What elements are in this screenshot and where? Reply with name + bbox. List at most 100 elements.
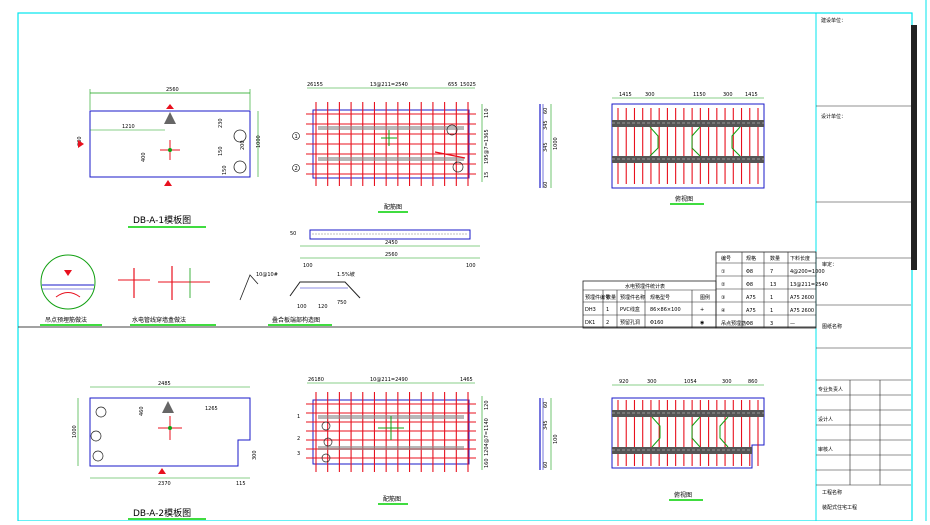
rebar2-vertical-bars xyxy=(315,392,469,472)
embed-table-header: 预埋件名称 xyxy=(620,294,645,301)
tb-project: 工程名称 xyxy=(822,489,842,496)
rebar-table-cell: A75 xyxy=(746,308,756,314)
strip-detail: 50 2450 2560 100 100 xyxy=(290,229,480,269)
embed-table-cell: DH3 xyxy=(585,307,596,313)
top1-dim-c: 1150 xyxy=(693,92,706,98)
tb-approve: 审定： xyxy=(822,261,837,268)
rebar-table-cell: ② xyxy=(721,282,726,288)
tb-author: 设计人 xyxy=(818,416,833,423)
top2-dim-b: 300 xyxy=(647,379,657,385)
rebar2-right-dim-a: 120 xyxy=(484,400,490,410)
title-block: 建设单位： 设计单位： 审定： 图纸名称 专业负责人 设计人 审核人 工程名称 … xyxy=(816,17,911,511)
embed-table-cell: PVC线盒 xyxy=(620,306,640,313)
strip-dim-outer: 2560 xyxy=(385,252,398,258)
strip-left-label: 50 xyxy=(290,231,296,237)
rebar2-dim-b: 10@211=2490 xyxy=(370,377,408,383)
rebar2-dim-c: 1465 xyxy=(460,377,473,383)
embed-table-header: 图例 xyxy=(700,294,710,301)
rebar-table-header: 编号 xyxy=(721,255,731,262)
panel1-dim-230: 230 xyxy=(218,118,224,128)
rebar-table-cell: 1 xyxy=(770,295,773,301)
top1-vertical-bars xyxy=(617,108,759,184)
embed-table-header: 预埋件编号 xyxy=(585,294,610,301)
hole-1 xyxy=(233,129,247,143)
embed-table-cell: Φ160 xyxy=(650,320,663,326)
panel2-template: 2485 1265 460 1000 2370 115 300 DB-A-2模板… xyxy=(72,381,258,520)
embed-table-cell: 86×86×100 xyxy=(650,307,681,313)
embed-table-cell: DK1 xyxy=(585,320,595,326)
rebar1-horizontal-bars xyxy=(306,113,476,175)
embed-table-cell: 1 xyxy=(606,307,609,313)
detail-box-embed: 水电管线穿墙盒做法 xyxy=(118,266,216,326)
top2-dim-c: 1054 xyxy=(684,379,697,385)
panel2-width-dim: 2485 xyxy=(158,381,171,387)
rebar-table-cell: 吊点预埋筋 xyxy=(721,320,746,327)
panel2-rebar-plan: 26180 10@211=2490 1465 120 1204@7=1140 1… xyxy=(297,377,490,505)
rebar-table-cell: 13 xyxy=(770,282,776,288)
panel1-top-view: 1415 300 1150 300 1415 俯视图 xyxy=(611,92,765,205)
hole-2 xyxy=(233,160,247,174)
embed-table-header: 数量 xyxy=(606,294,616,301)
panel2-bottom-dim-b: 115 xyxy=(236,481,246,487)
side1-dim-a: 60 xyxy=(543,108,549,114)
detail3-caption: 叠合板端部构造图 xyxy=(272,316,320,324)
rebar-table-cell: ③ xyxy=(721,295,725,301)
side2-dim-c: 100 xyxy=(553,434,559,444)
detail-lift-point: 吊点预埋筋做法 xyxy=(40,254,102,326)
top2-dim-a: 920 xyxy=(619,379,629,385)
strip-dim-left: 100 xyxy=(303,263,313,269)
panel1-rebar-plan: 26155 13@211=2540 655 15025 110 195@7=13… xyxy=(292,82,490,213)
tb-owner: 建设单位： xyxy=(821,17,846,24)
rebar-table-cell: 4@200=1000 xyxy=(790,269,825,275)
rebar-table-cell: 1 xyxy=(770,308,773,314)
panel2-top-view: 920 300 1054 300 860 俯视图 xyxy=(611,379,765,501)
detail3-label-e: 120 xyxy=(318,304,328,310)
tb-lead: 专业负责人 xyxy=(818,386,843,393)
panel1-dim-150b: 150 xyxy=(222,165,228,175)
embed-table-cell: ◉ xyxy=(700,320,704,326)
panel2-side-view: 60 345 100 60 xyxy=(539,398,559,470)
right-scrollbar-track xyxy=(911,25,917,260)
top2-dim-e: 860 xyxy=(748,379,758,385)
panel1-right-dim: 1000 xyxy=(256,135,262,148)
top1-dim-d: 300 xyxy=(723,92,733,98)
rebar-table-cell: Φ8 xyxy=(746,282,753,288)
detail3-label-c: 750 xyxy=(337,300,347,306)
rebar-table-cell: 13@211=2540 xyxy=(790,282,828,288)
top1-caption: 俯视图 xyxy=(675,195,693,203)
rebar2-right-dim-b: 1204@7=1140 xyxy=(484,418,490,456)
panel2-bottom-dim-a: 2370 xyxy=(158,481,171,487)
panel1-template: 2560 1210 1000 230 400 230 150 200 150 D… xyxy=(77,87,262,228)
right-scrollbar-track-2 xyxy=(911,180,917,270)
lift-point-marker xyxy=(164,112,176,124)
rebar1-right-dim-b: 195@7=1365 xyxy=(484,129,490,164)
tb-drawing-name: 图纸名称 xyxy=(822,323,842,330)
rebar1-marker-2: 2 xyxy=(295,166,298,172)
rebar-table-cell: 3 xyxy=(770,321,773,327)
rebar-table-cell: A75 2600 xyxy=(790,295,814,301)
rebar2-marker-2: 2 xyxy=(297,436,300,442)
outer-frame xyxy=(17,12,913,522)
detail3-label-b: 1.5%坡 xyxy=(337,271,355,278)
panel1-side-view: 60 345 345 1000 60 xyxy=(539,104,559,188)
side2-dim-d: 60 xyxy=(543,462,549,468)
detail3-label-d: 100 xyxy=(297,304,307,310)
rebar-table-cell: 7 xyxy=(770,269,773,275)
top1-dim-e: 1415 xyxy=(745,92,758,98)
panel2-outline xyxy=(89,397,251,467)
panel1-dim-150: 150 xyxy=(218,146,224,156)
panel2-right-dim: 300 xyxy=(252,450,258,460)
rebar1-dim-d: 15025 xyxy=(460,82,476,88)
rebar-table-cell: ① xyxy=(721,269,726,275)
top1-dim-a: 1415 xyxy=(619,92,632,98)
lift-point-marker-top xyxy=(166,104,174,109)
rebar-table-cell: A75 2600 xyxy=(790,308,814,314)
rebar2-marker-1: 1 xyxy=(297,414,300,420)
rebar1-right-dim-a: 110 xyxy=(484,108,490,118)
embed-table-cell: + xyxy=(700,307,704,313)
rebar1-right-dim-c: 15 xyxy=(484,172,490,178)
